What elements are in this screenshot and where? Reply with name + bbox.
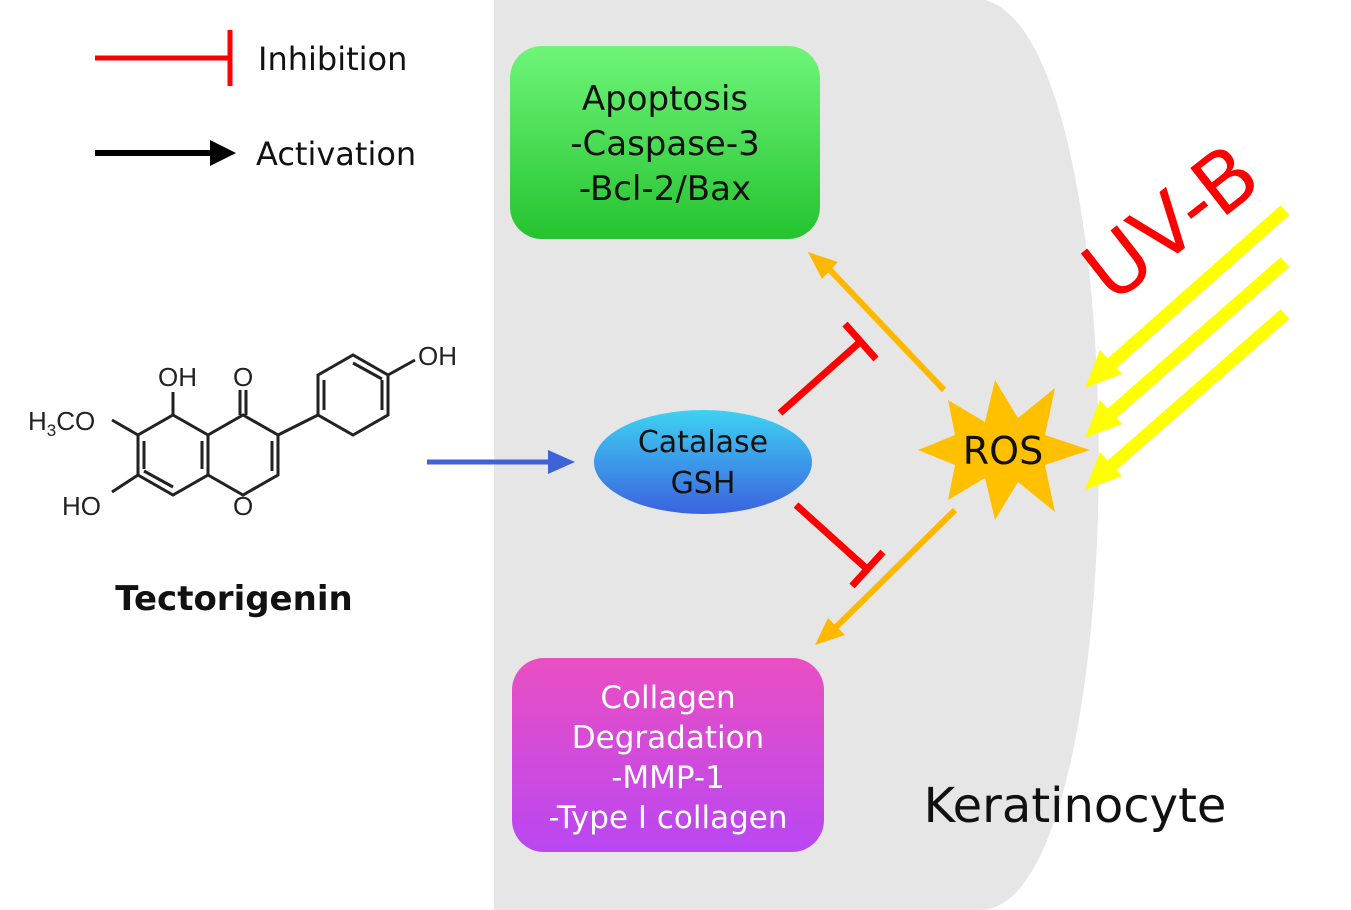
ros-to-apoptosis-arrow <box>827 267 947 393</box>
atom-methoxy-h: H <box>28 406 47 436</box>
atom-ring-o: O <box>233 491 253 521</box>
inhibition-to-apoptosis-arrow <box>777 339 863 416</box>
atom-ho-7: HO <box>62 491 101 521</box>
collagen-line2: Degradation <box>572 720 764 756</box>
inhibition-to-apoptosis-bar <box>842 321 879 362</box>
apoptosis-box <box>510 46 820 239</box>
tectorigenin-structure <box>111 353 416 497</box>
ros-burst <box>918 380 1090 520</box>
tectorigenin-arrowhead <box>548 450 575 474</box>
inhibition-legend-label: Inhibition <box>258 40 407 78</box>
collagen-line1: Collagen <box>600 680 735 716</box>
activation-legend-arrowhead <box>210 140 236 166</box>
apoptosis-bcl2-bax: -Bcl-2/Bax <box>579 169 751 209</box>
inhibition-to-collagen-arrow <box>793 502 870 572</box>
compound-name: Tectorigenin <box>115 579 352 619</box>
collagen-type1: -Type I collagen <box>548 800 787 836</box>
atom-carbonyl-o: O <box>233 362 253 392</box>
activation-legend-label: Activation <box>256 135 416 173</box>
inhibition-to-collagen-bar <box>849 549 886 589</box>
ros-label: ROS <box>963 429 1043 473</box>
tectorigenin-atom-labels: OH OH O H3CO HO O <box>28 341 457 521</box>
collagen-box <box>512 658 824 852</box>
ros-to-apoptosis-arrowhead <box>808 252 838 279</box>
antioxidant-catalase: Catalase <box>638 425 768 460</box>
cell-label: Keratinocyte <box>924 778 1227 834</box>
antioxidant-ellipse <box>594 410 812 514</box>
atom-methoxy-subscript: 3 <box>47 421 56 440</box>
atom-methoxy: H3CO <box>28 406 95 440</box>
legend: Inhibition Activation <box>95 30 416 173</box>
apoptosis-caspase: -Caspase-3 <box>570 124 760 164</box>
atom-methoxy-co: CO <box>56 406 95 436</box>
atom-oh-4prime: OH <box>418 341 457 371</box>
ros-to-collagen-arrowhead <box>815 618 845 645</box>
uv-b-rays <box>1085 205 1290 490</box>
collagen-mmp1: -MMP-1 <box>611 760 725 796</box>
atom-oh-5: OH <box>158 362 197 392</box>
antioxidant-gsh: GSH <box>671 466 736 501</box>
ros-to-collagen-arrow <box>833 507 958 630</box>
apoptosis-title: Apoptosis <box>582 79 748 119</box>
